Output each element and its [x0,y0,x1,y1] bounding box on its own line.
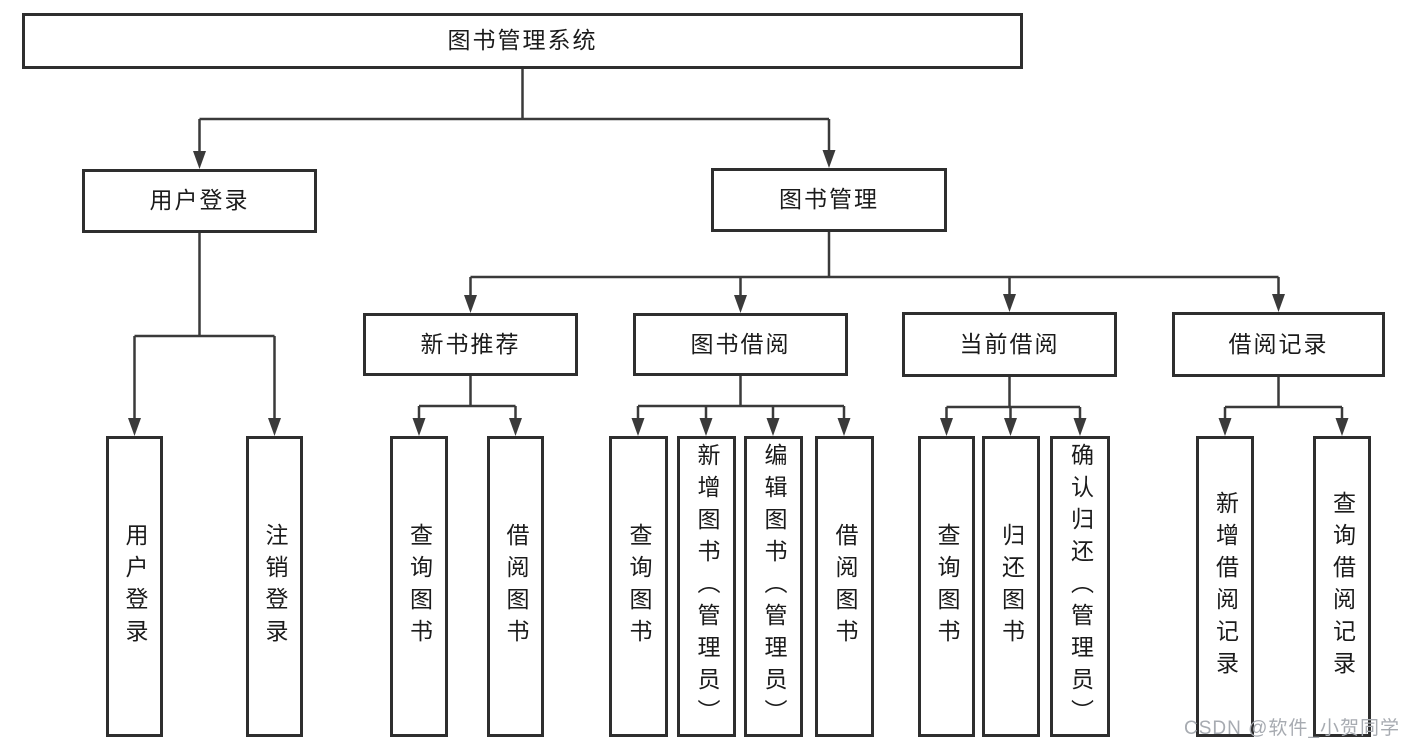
node-label: 确认归还（管理员） [1067,442,1094,731]
node-library-management-system: 图书管理系统 [22,13,1023,69]
csdn-watermark: CSDN @软件_小贺同学 [1184,718,1400,739]
node-borrowing-records: 借阅记录 [1172,312,1385,377]
leaf-user-login: 用户登录 [106,436,163,737]
node-label: 注销登录 [262,522,288,651]
leaf-query-books-current: 查询图书 [918,436,975,737]
node-label: 新书推荐 [420,330,521,357]
connector-book-borrowing-to-leaves [631,376,851,436]
node-book-management: 图书管理 [711,168,947,232]
node-label: 归还图书 [998,522,1025,651]
node-label: 查询图书 [626,522,652,651]
node-new-book-recommend: 新书推荐 [363,313,578,376]
leaf-query-books-borrowing: 查询图书 [609,436,668,737]
leaf-add-books-admin: 新增图书（管理员） [677,436,736,737]
node-label: 图书借阅 [690,330,791,357]
node-label: 编辑图书（管理员） [761,442,787,731]
leaf-query-borrowing-record: 查询借阅记录 [1313,436,1371,737]
node-label: 借阅图书 [503,522,529,651]
leaf-edit-books-admin: 编辑图书（管理员） [744,436,803,737]
node-label: 借阅记录 [1228,330,1329,357]
leaf-borrow-books-recommend: 借阅图书 [487,436,544,737]
connector-book-management-to-level3 [464,232,1285,313]
node-current-borrowing: 当前借阅 [902,312,1117,377]
leaf-return-books: 归还图书 [982,436,1040,737]
leaf-query-books-recommend: 查询图书 [390,436,448,737]
node-label: 用户登录 [122,522,148,651]
node-label: 新增借阅记录 [1212,490,1239,683]
connector-new-book-recommend-to-leaves [412,376,522,436]
node-label: 查询图书 [934,522,960,651]
node-label: 当前借阅 [959,330,1060,357]
leaf-confirm-return-admin: 确认归还（管理员） [1050,436,1110,737]
node-user-login: 用户登录 [82,169,317,233]
connector-borrowing-records-to-leaves [1218,377,1349,436]
connector-user-login-to-leaves [128,233,281,436]
leaf-logout: 注销登录 [246,436,303,737]
leaf-add-borrowing-record: 新增借阅记录 [1196,436,1254,737]
connector-current-borrowing-to-leaves [940,377,1087,436]
node-label: 查询图书 [406,522,433,651]
connector-root-to-level2 [193,69,836,169]
leaf-borrow-books: 借阅图书 [815,436,874,737]
node-label: 用户登录 [149,187,250,214]
node-book-borrowing: 图书借阅 [633,313,848,376]
node-label: 图书管理系统 [447,27,598,54]
node-label: 新增图书（管理员） [694,442,720,731]
node-label: 查询借阅记录 [1329,490,1356,683]
node-label: 借阅图书 [832,522,858,651]
node-label: 图书管理 [779,186,879,213]
